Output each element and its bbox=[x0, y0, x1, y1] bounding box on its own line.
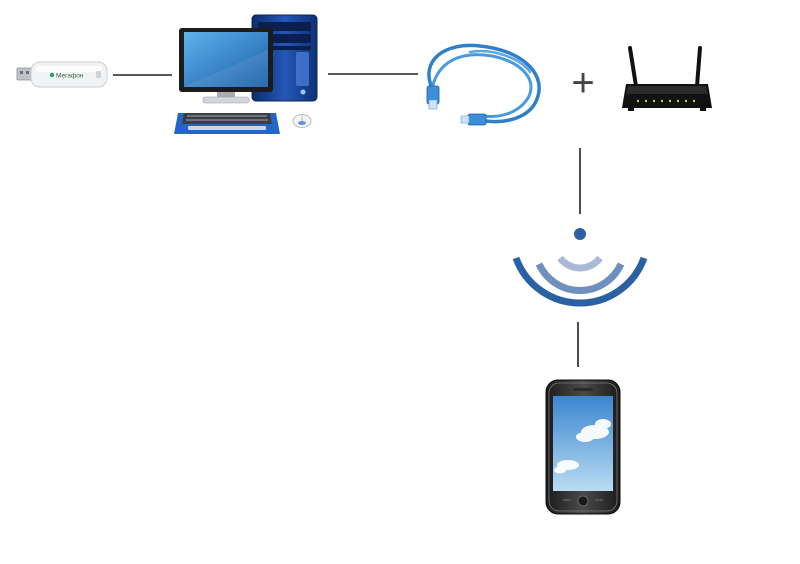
wifi-signal-icon bbox=[512, 228, 648, 307]
connection-lines bbox=[113, 73, 581, 367]
ethernet-cable-icon bbox=[426, 43, 541, 126]
usb-modem-brand: Мегафон bbox=[56, 73, 84, 80]
plus-symbol: + bbox=[571, 61, 594, 105]
wifi-router-icon bbox=[622, 46, 712, 111]
usb-modem-icon: Мегафон bbox=[16, 61, 108, 88]
smartphone-icon bbox=[545, 379, 621, 515]
desktop-computer-icon bbox=[174, 14, 318, 134]
